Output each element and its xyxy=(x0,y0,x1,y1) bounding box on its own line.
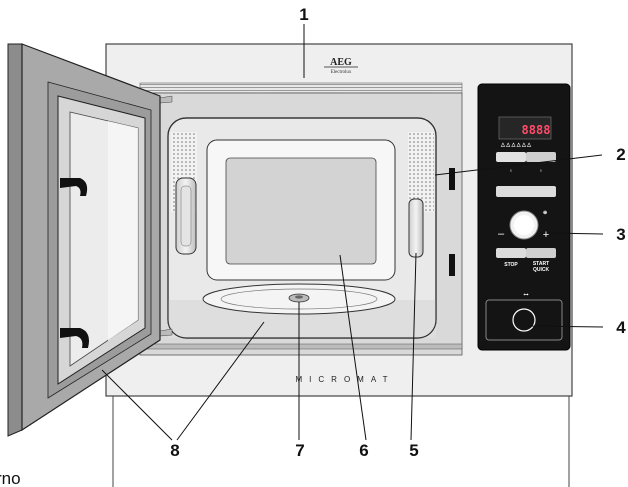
door-hook-upper xyxy=(60,178,88,196)
brand-logo: AEG Electrolux xyxy=(324,57,358,75)
callout-labels: 1 2 3 4 5 6 7 8 xyxy=(170,5,626,460)
display-window: 8888 △ △ △ △ △ △ xyxy=(498,116,552,148)
callout-leaders xyxy=(101,24,604,441)
oven-cavity xyxy=(139,92,463,356)
callout-1: 1 xyxy=(299,5,308,24)
stop-button[interactable] xyxy=(496,248,526,258)
stop-label: STOP xyxy=(504,262,518,268)
power-button[interactable] xyxy=(496,186,556,197)
callout-8: 8 xyxy=(170,441,179,460)
start-button[interactable] xyxy=(526,248,556,258)
svg-text:Electrolux: Electrolux xyxy=(331,70,352,75)
start-label: START xyxy=(533,261,549,267)
display-digits: 8888 xyxy=(522,123,551,137)
model-label: MICROMAT xyxy=(296,375,395,384)
callout-3: 3 xyxy=(616,225,625,244)
svg-text:⊕: ⊕ xyxy=(543,210,547,216)
door-release[interactable]: ⊶ xyxy=(485,292,563,341)
svg-text:AEG: AEG xyxy=(330,57,352,68)
callout-4: 4 xyxy=(616,318,626,337)
quick-label: QUICK xyxy=(533,267,550,273)
display-symbols: △ △ △ △ △ △ xyxy=(500,142,531,148)
callout-5: 5 xyxy=(409,441,418,460)
turntable-hub xyxy=(288,293,310,303)
rotary-knob[interactable] xyxy=(509,210,539,240)
control-panel: 8888 △ △ △ △ △ △ ♁ ♁ – + ⊕ STOP START QU… xyxy=(477,83,571,351)
callout-7: 7 xyxy=(295,441,304,460)
cropped-text-fragment: rno xyxy=(0,469,21,487)
svg-text:♁: ♁ xyxy=(509,168,513,174)
oven-door xyxy=(7,43,161,437)
function-buttons-row: ♁ ♁ xyxy=(496,152,556,174)
plus-sign: + xyxy=(543,229,549,241)
door-hook-lower xyxy=(60,328,89,348)
callout-2: 2 xyxy=(616,145,625,164)
minus-sign: – xyxy=(498,228,505,240)
door-latch-slots xyxy=(159,95,455,337)
svg-text:♁: ♁ xyxy=(539,168,543,174)
grill-button[interactable] xyxy=(496,152,526,162)
combi-button[interactable] xyxy=(526,152,556,162)
callout-6: 6 xyxy=(359,441,368,460)
key-icon: ⊶ xyxy=(524,292,529,298)
